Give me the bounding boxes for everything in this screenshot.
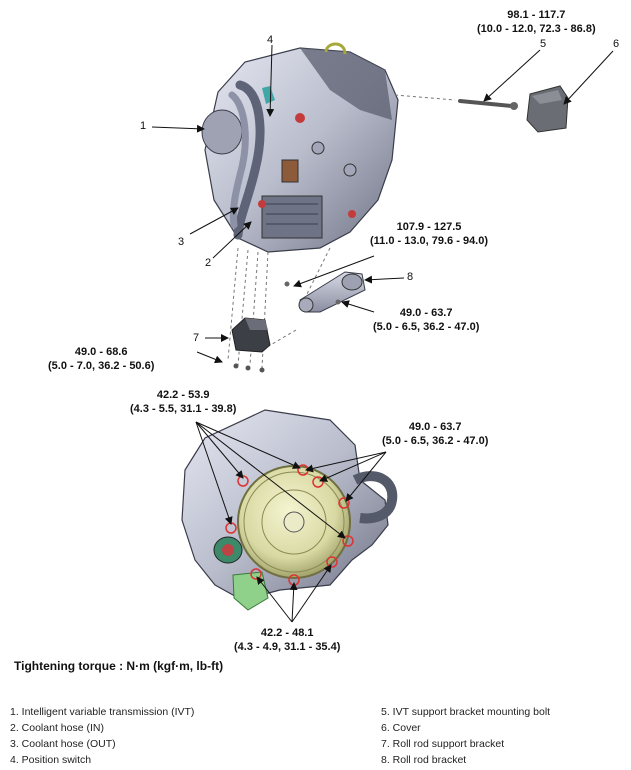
- torque-value: 49.0 - 68.6: [74, 346, 128, 358]
- torque-conversion: (4.3 - 4.9, 31.1 - 35.4): [234, 641, 341, 653]
- roll-rod-bracket: [284, 271, 366, 313]
- callout-5: 5: [540, 38, 547, 50]
- legend-item: 3. Coolant hose (OUT): [10, 738, 116, 750]
- leader-lines: [151, 44, 614, 623]
- callout-2: 2: [205, 257, 212, 269]
- callout-1: 1: [140, 120, 147, 132]
- torque-conversion: (5.0 - 7.0, 36.2 - 50.6): [48, 360, 155, 372]
- tightening-torque-title: Tightening torque : N·m (kgf·m, lb-ft): [14, 659, 224, 673]
- callout-4: 4: [267, 34, 274, 46]
- cover: [526, 85, 569, 133]
- support-bracket-bolt: [458, 99, 518, 110]
- torque-label-bottom-fan: 42.2 - 48.1 (4.3 - 4.9, 31.1 - 35.4): [234, 626, 340, 654]
- torque-value: 49.0 - 63.7: [399, 307, 453, 319]
- torque-conversion: (11.0 - 13.0, 79.6 - 94.0): [370, 235, 489, 247]
- torque-value: 42.2 - 48.1: [260, 627, 314, 639]
- torque-value: 42.2 - 53.9: [156, 389, 210, 401]
- callout-3: 3: [178, 236, 185, 248]
- legend-item: 6. Cover: [381, 722, 421, 734]
- torque-label-roll-rod-bracket-lower: 49.0 - 63.7 (5.0 - 6.5, 36.2 - 47.0): [373, 306, 479, 334]
- legend-item: 8. Roll rod bracket: [381, 754, 467, 766]
- torque-label-roll-rod-bracket-upper: 107.9 - 127.5 (11.0 - 13.0, 79.6 - 94.0): [370, 220, 488, 248]
- legend-item: 5. IVT support bracket mounting bolt: [381, 706, 551, 718]
- torque-conversion: (5.0 - 6.5, 36.2 - 47.0): [373, 321, 480, 333]
- torque-label-left-fan: 42.2 - 53.9 (4.3 - 5.5, 31.1 - 39.8): [130, 388, 236, 416]
- legend-item: 2. Coolant hose (IN): [10, 722, 104, 734]
- callout-8: 8: [407, 271, 414, 283]
- torque-value: 107.9 - 127.5: [396, 221, 462, 233]
- torque-value: 98.1 - 117.7: [507, 9, 566, 21]
- transmission-ivt-upper: [201, 42, 399, 253]
- legend-item: 4. Position switch: [10, 754, 92, 766]
- roll-rod-support-bracket: [231, 317, 271, 373]
- exploded-assembly-diagram: [151, 42, 614, 623]
- transmission-ivt-lower: [181, 409, 398, 611]
- torque-conversion: (4.3 - 5.5, 31.1 - 39.8): [130, 403, 237, 415]
- torque-label-support-bracket: 49.0 - 68.6 (5.0 - 7.0, 36.2 - 50.6): [48, 345, 154, 373]
- callout-6: 6: [613, 38, 620, 50]
- legend-item: 7. Roll rod support bracket: [381, 738, 505, 750]
- torque-label-bolt: 98.1 - 117.7 (10.0 - 12.0, 72.3 - 86.8): [477, 8, 596, 36]
- legend-item: 1. Intelligent variable transmission (IV…: [10, 706, 195, 718]
- torque-label-right-fan: 49.0 - 63.7 (5.0 - 6.5, 36.2 - 47.0): [382, 420, 488, 448]
- callout-7: 7: [193, 332, 200, 344]
- torque-conversion: (10.0 - 12.0, 72.3 - 86.8): [477, 23, 596, 35]
- legend-right: 5. IVT support bracket mounting bolt 6. …: [381, 704, 550, 768]
- legend-left: 1. Intelligent variable transmission (IV…: [10, 704, 194, 768]
- torque-value: 49.0 - 63.7: [408, 421, 462, 433]
- torque-conversion: (5.0 - 6.5, 36.2 - 47.0): [382, 435, 489, 447]
